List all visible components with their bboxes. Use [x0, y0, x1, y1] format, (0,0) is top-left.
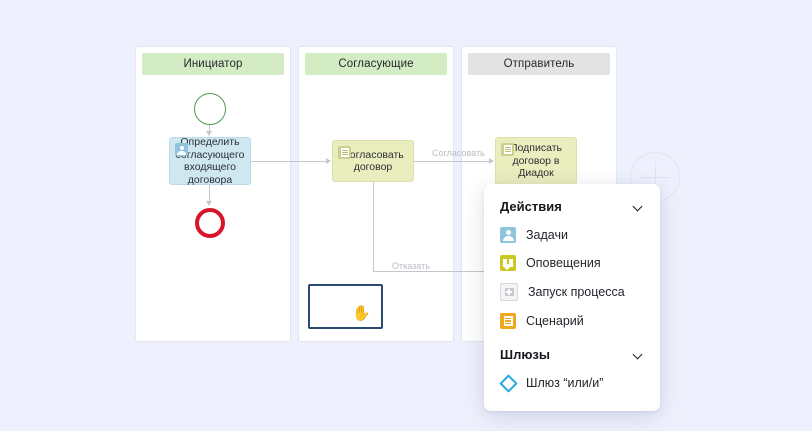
- edge-label-approve: Согласовать: [432, 148, 485, 158]
- task-define-approver[interactable]: Определить согласующего входящего догово…: [169, 136, 251, 186]
- end-event[interactable]: [195, 208, 225, 238]
- menu-item-gateway-or-and-label: Шлюз “или/и”: [526, 376, 604, 390]
- edge-label-reject: Отказать: [392, 261, 430, 271]
- node-drop-target[interactable]: [308, 284, 383, 329]
- notification-icon: [500, 255, 516, 271]
- menu-item-notifications[interactable]: Оповещения: [484, 249, 660, 277]
- script-icon: [500, 313, 516, 329]
- section-header-gateways[interactable]: Шлюзы: [484, 335, 660, 369]
- palette-dropdown-panel[interactable]: Действия Задачи Оповещения Запуск процес…: [484, 184, 660, 411]
- menu-item-tasks-label: Задачи: [526, 228, 568, 242]
- swimlane-approvers-header: Согласующие: [305, 53, 447, 75]
- connector-define-to-end: [209, 185, 210, 203]
- connector-define-to-approve: [251, 161, 327, 162]
- connector-arrowhead: [206, 131, 212, 136]
- form-task-icon: [501, 143, 514, 156]
- menu-item-tasks[interactable]: Задачи: [484, 221, 660, 249]
- swimlane-sender-header: Отправитель: [468, 53, 610, 75]
- connector-reject-vertical: [373, 182, 374, 271]
- menu-item-start-process-label: Запуск процесса: [528, 285, 625, 299]
- form-task-icon: [338, 146, 351, 159]
- task-define-approver-label: Определить согласующего входящего догово…: [175, 136, 245, 186]
- swimlane-initiator[interactable]: Инициатор: [135, 46, 291, 342]
- grab-hand-cursor: ✋: [352, 305, 371, 322]
- user-task-icon: [175, 143, 188, 156]
- task-sign-contract[interactable]: Подписать договор в Диадок: [495, 137, 577, 185]
- start-process-icon: [500, 283, 518, 301]
- task-approve-contract[interactable]: Согласовать договор: [332, 140, 414, 182]
- connector-approve-to-sign: [414, 161, 490, 162]
- chevron-down-icon[interactable]: [633, 203, 644, 210]
- user-task-icon: [500, 227, 516, 243]
- section-header-actions[interactable]: Действия: [484, 192, 660, 221]
- task-sign-contract-label: Подписать договор в Диадок: [510, 142, 562, 180]
- swimlane-initiator-header: Инициатор: [142, 53, 284, 75]
- start-event[interactable]: [194, 93, 226, 125]
- section-header-actions-label: Действия: [500, 199, 562, 214]
- connector-arrowhead: [326, 157, 331, 164]
- task-approve-contract-label: Согласовать договор: [342, 148, 404, 174]
- chevron-down-icon[interactable]: [633, 351, 644, 358]
- menu-item-script-label: Сценарий: [526, 314, 584, 328]
- gateway-diamond-icon: [498, 373, 518, 393]
- menu-item-start-process[interactable]: Запуск процесса: [484, 277, 660, 307]
- section-header-gateways-label: Шлюзы: [500, 347, 550, 362]
- connector-reject-horizontal: [373, 271, 509, 272]
- menu-item-notifications-label: Оповещения: [526, 256, 601, 270]
- menu-item-gateway-or-and[interactable]: Шлюз “или/и”: [484, 369, 660, 397]
- connector-start-to-define: [209, 125, 210, 133]
- menu-item-script[interactable]: Сценарий: [484, 307, 660, 335]
- connector-arrowhead: [206, 201, 212, 206]
- connector-arrowhead: [489, 157, 494, 164]
